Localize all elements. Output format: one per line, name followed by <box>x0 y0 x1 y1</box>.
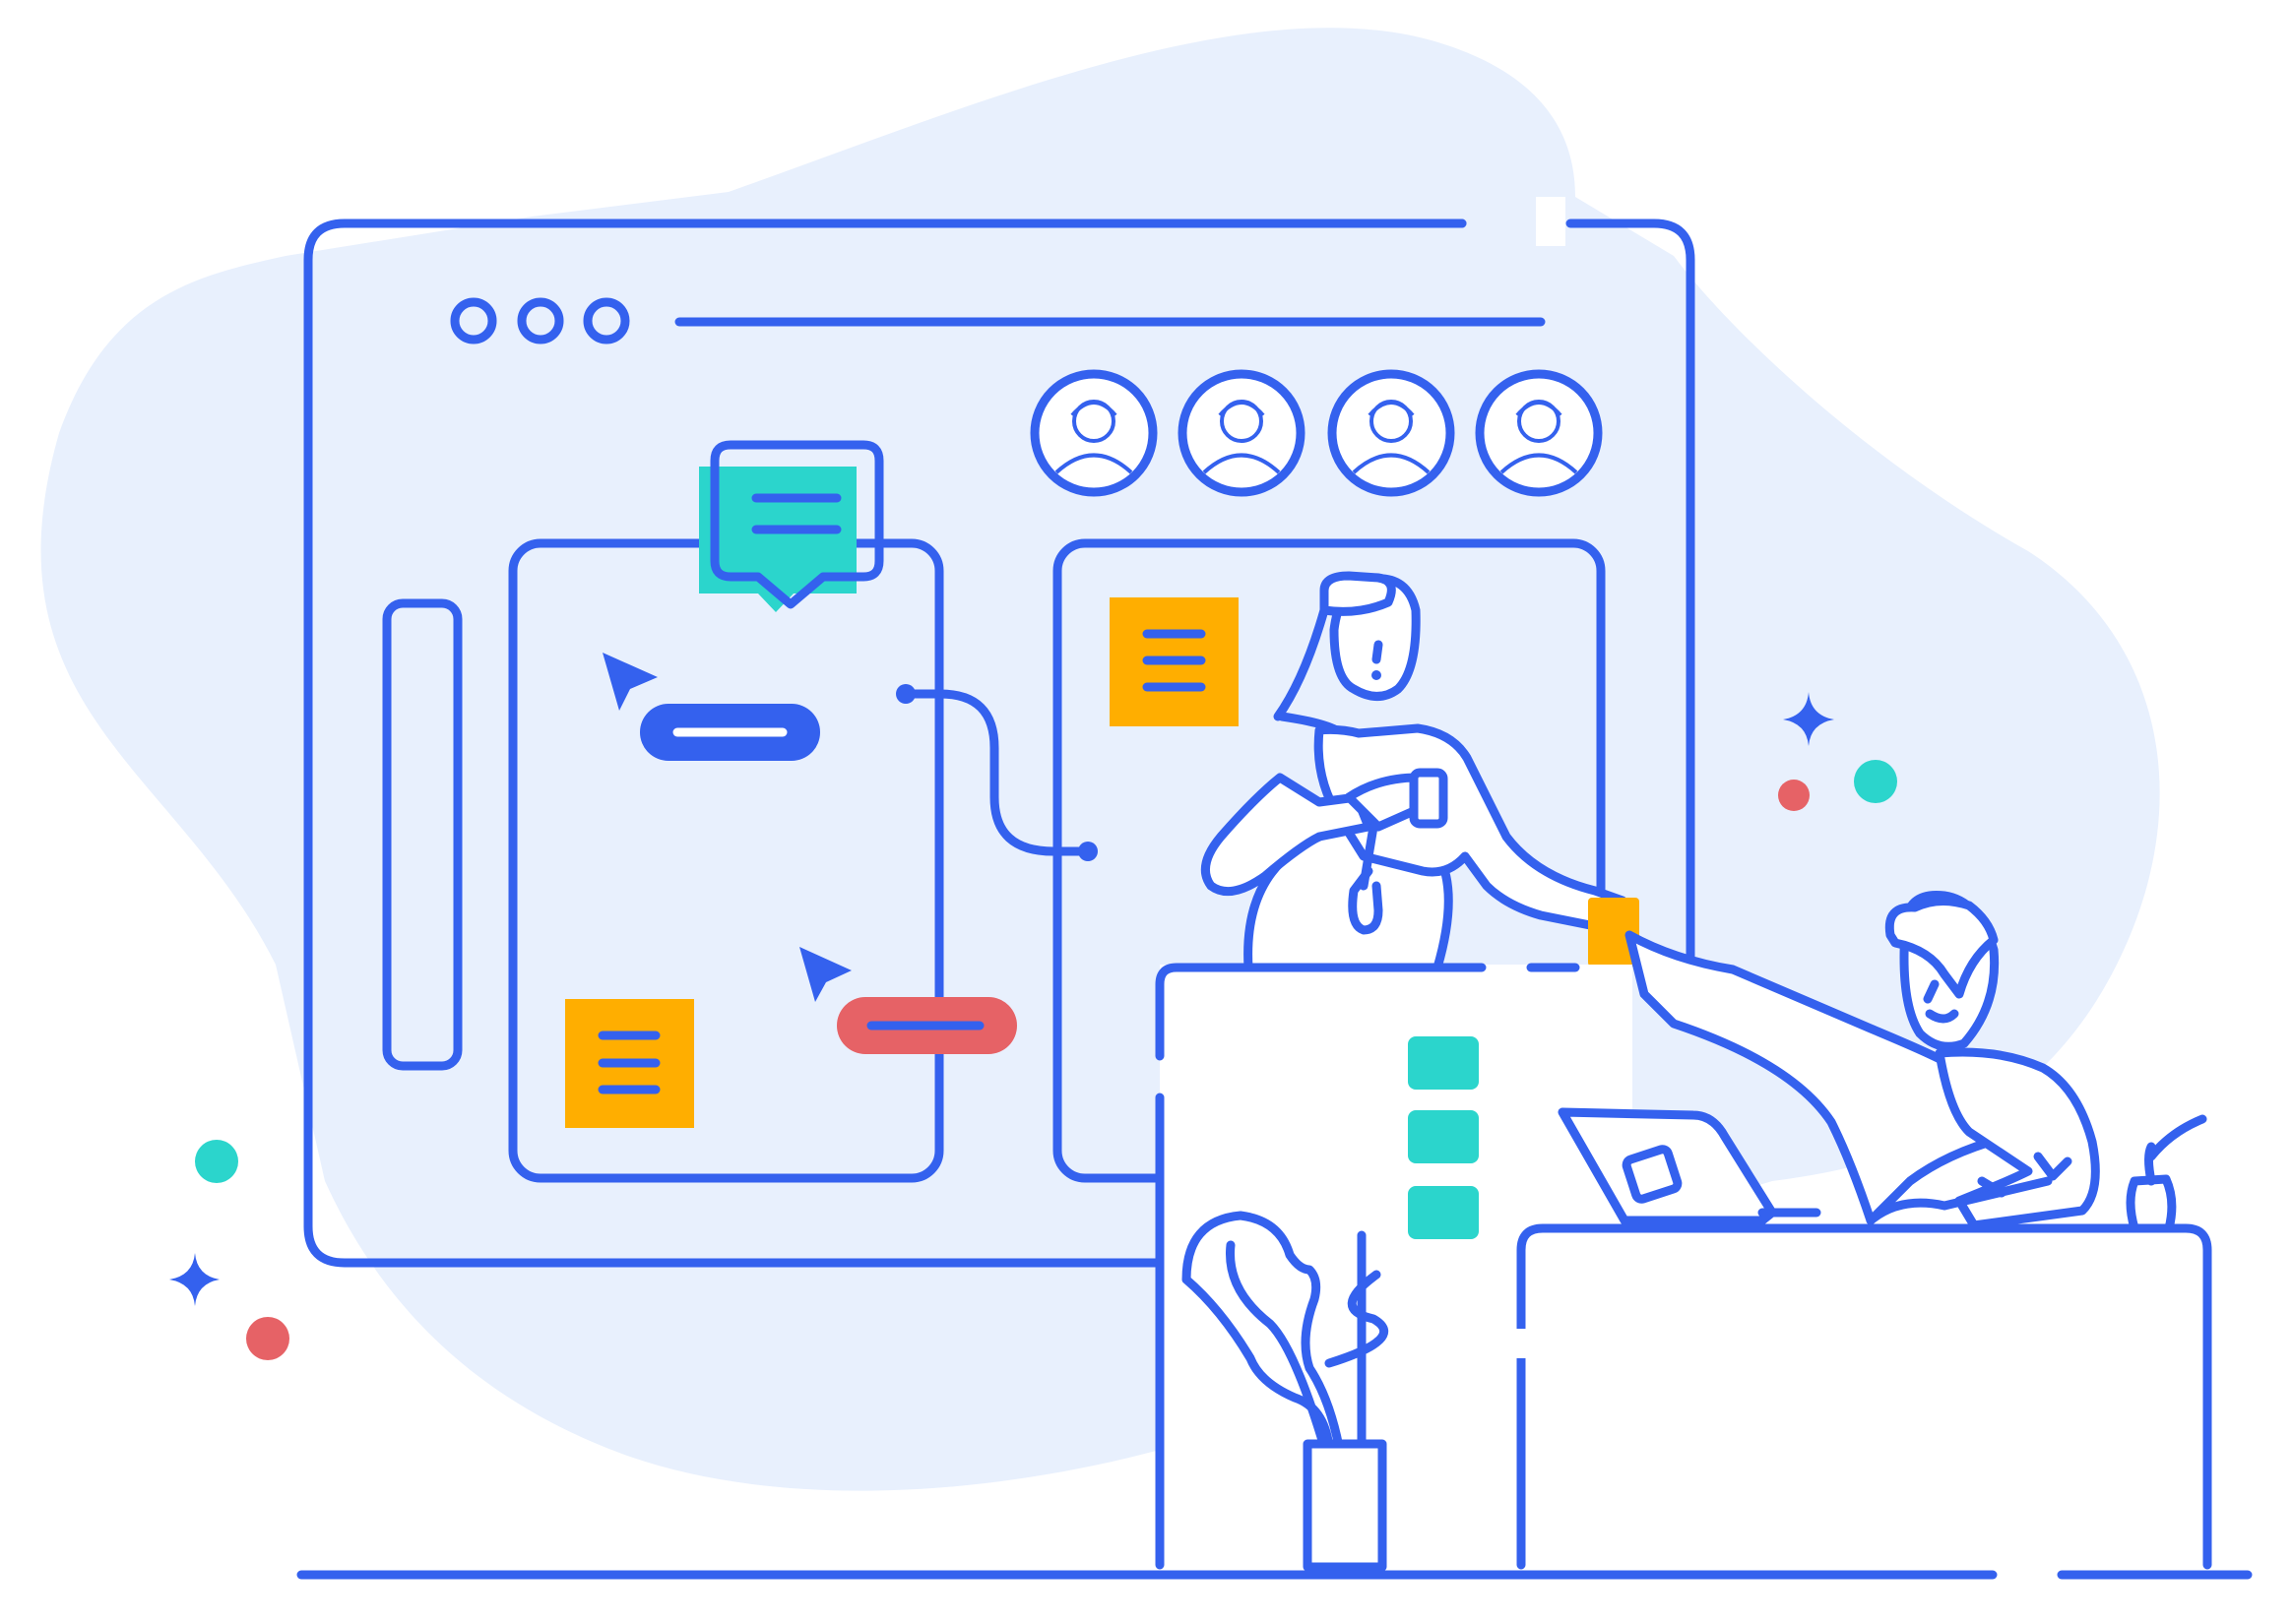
cabinet-drawer-2[interactable] <box>1408 1110 1479 1163</box>
sparkle-star-icon <box>1783 692 1834 746</box>
pointer-arrow-icon[interactable] <box>603 653 658 711</box>
pointer-arrow-icon[interactable] <box>799 947 852 1002</box>
window-frame-left <box>303 219 1467 1268</box>
person-avatar-icon[interactable] <box>1475 369 1603 497</box>
sidebar-scrollbar[interactable] <box>382 598 463 1071</box>
decor-dot-teal <box>1854 760 1897 803</box>
decor-dot-coral <box>1778 780 1810 811</box>
person-avatar-icon[interactable] <box>1178 369 1305 497</box>
note-lines-icon[interactable] <box>1110 597 1239 726</box>
cabinet-drawer-1[interactable] <box>1408 1036 1479 1090</box>
plant-icon <box>1181 1211 1389 1572</box>
decor-dot-teal <box>195 1140 238 1183</box>
note-lines-icon[interactable] <box>565 999 694 1128</box>
cabinet-drawer-3[interactable] <box>1408 1186 1479 1239</box>
speech-bubble-icon[interactable] <box>699 440 884 612</box>
person-avatar-icon[interactable] <box>1327 369 1455 497</box>
laptop-icon <box>1558 1107 1821 1225</box>
three-dots-icon[interactable] <box>450 297 630 344</box>
person-avatar-icon[interactable] <box>1030 369 1158 497</box>
woman-character <box>1200 571 1627 972</box>
sparkle-star-icon <box>169 1253 220 1306</box>
desk <box>1511 1223 2212 1570</box>
window-frame-right <box>1565 219 1695 989</box>
board-window <box>303 197 1695 1268</box>
decor-dot-coral <box>246 1317 289 1360</box>
plant-pot <box>1303 1439 1387 1572</box>
avatar-row <box>1030 369 1603 497</box>
pepper-icon <box>2126 1114 2207 1233</box>
orange-sticky-note[interactable] <box>1588 898 1639 967</box>
man-character <box>1624 890 2100 1230</box>
connector-line <box>896 684 1098 861</box>
